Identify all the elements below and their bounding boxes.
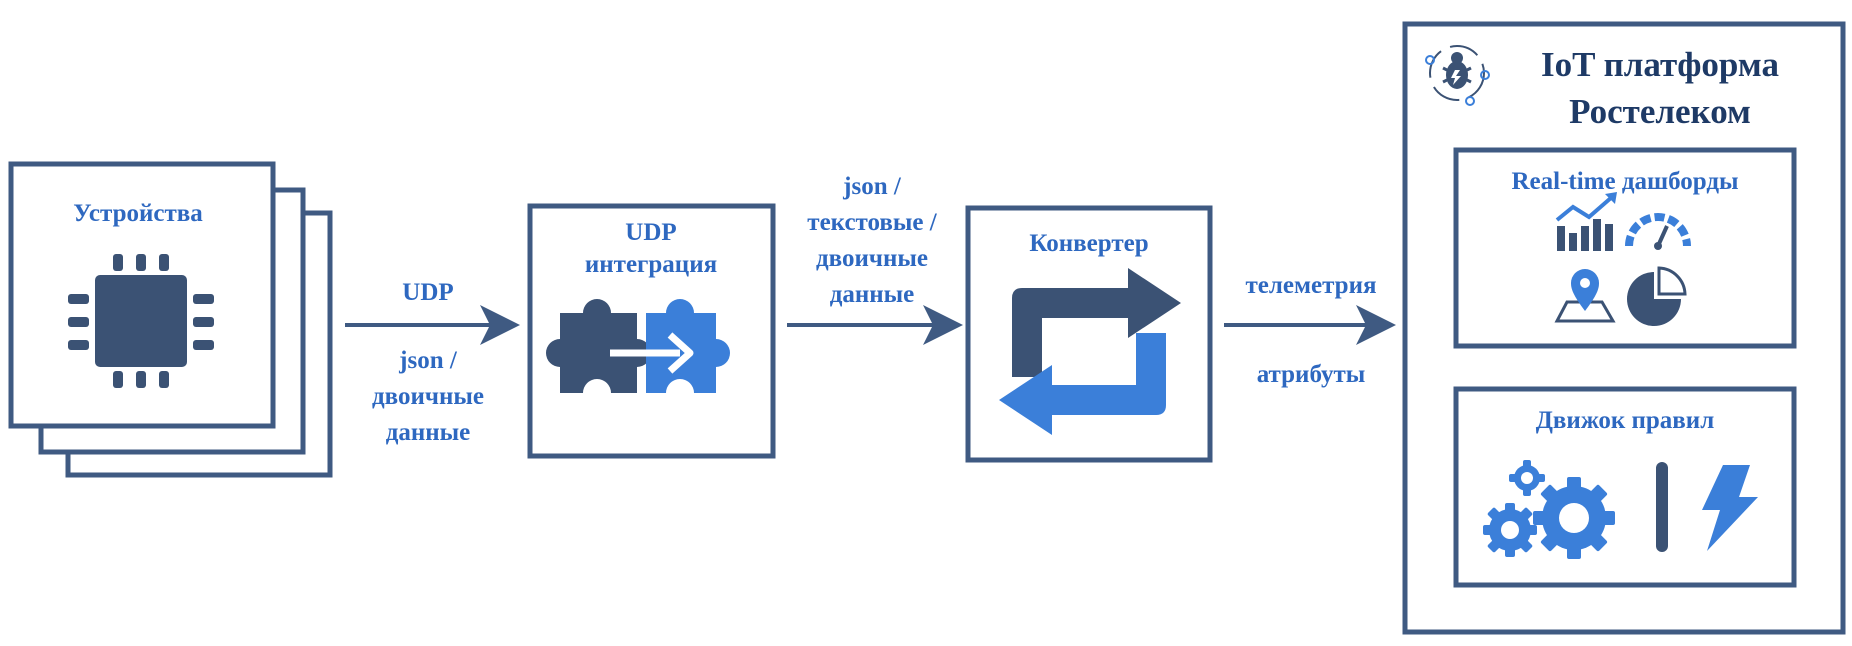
edge2-label-line2: текстовые / <box>807 209 937 236</box>
separator-bar <box>1656 462 1668 552</box>
platform-title-line2: Ростелеком <box>1569 92 1751 131</box>
bolt-icon <box>1702 465 1758 551</box>
edge2-label-line4: данные <box>830 281 915 308</box>
edge2-label-line3: двоичные <box>816 245 928 272</box>
trend-chart-icon <box>1555 192 1617 251</box>
chip-icon <box>68 254 214 388</box>
iot-platform-node: IoT платформа Ростелеком Real-time дашбо… <box>1402 21 1846 635</box>
platform-title-line1: IoT платформа <box>1541 45 1779 84</box>
puzzle-icon <box>546 299 730 393</box>
converter-box <box>965 205 1213 463</box>
edge3-label-top: телеметрия <box>1245 272 1376 299</box>
edge3-label-bottom: атрибуты <box>1257 361 1366 388</box>
devices-title: Устройства <box>73 200 203 227</box>
dashboards-panel: Real-time дашборды <box>1453 147 1797 349</box>
dashboards-box <box>1453 147 1797 349</box>
edge2-label-line1: json / <box>842 173 902 200</box>
edge-udp-to-converter: json / текстовые / двоичные данные <box>787 173 963 345</box>
udp-title-line1: UDP <box>625 219 676 246</box>
pie-chart-icon <box>1627 266 1687 326</box>
gears-icon <box>1483 460 1615 559</box>
iot-bug-icon <box>1425 45 1490 106</box>
devices-node: Устройства <box>8 161 333 478</box>
repeat-arrows-icon <box>999 268 1181 435</box>
map-pin-icon <box>1554 269 1616 323</box>
edge-converter-to-platform: телеметрия атрибуты <box>1224 272 1396 388</box>
edge1-label-line1: json / <box>398 347 458 374</box>
converter-title: Конвертер <box>1029 230 1148 257</box>
rules-engine-panel: Движок правил <box>1453 386 1797 588</box>
edge1-label-line3: данные <box>386 419 471 446</box>
edge1-label-line2: двоичные <box>372 383 484 410</box>
edge-devices-to-udp: UDP json / двоичные данные <box>345 279 520 446</box>
converter-node: Конвертер <box>965 205 1213 463</box>
rules-engine-title: Движок правил <box>1536 407 1715 434</box>
udp-integration-node: UDP интеграция <box>527 203 776 459</box>
edge1-label-top: UDP <box>402 279 453 306</box>
gauge-icon <box>1625 213 1691 250</box>
dashboards-title: Real-time дашборды <box>1511 168 1738 195</box>
udp-title-line2: интеграция <box>585 251 717 278</box>
